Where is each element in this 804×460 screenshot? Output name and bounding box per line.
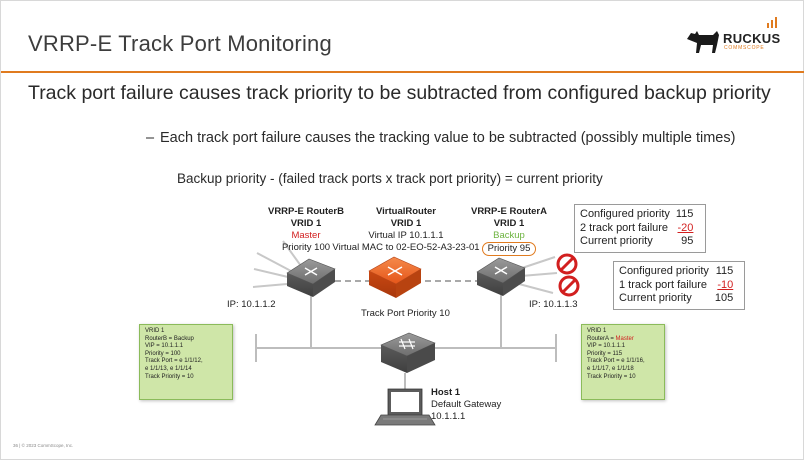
router-a-ip: IP: 10.1.1.3 (529, 299, 578, 310)
priority-row: 1 track port failure -10 (619, 278, 734, 291)
logo-subtext: COMMSCOPE (724, 45, 765, 51)
switch-icon (380, 332, 436, 373)
router-a-vrid: VRID 1 (493, 218, 525, 229)
router-b-icon (286, 258, 336, 297)
router-a-name: VRRP-E RouterA (470, 206, 547, 217)
host-label: Host 1 Default Gateway 10.1.1.1 (431, 387, 501, 423)
router-a-priority-wrap: Priority 95 (459, 242, 559, 256)
bullet-dash: – (146, 130, 155, 146)
router-b-config-note: VRID 1 RouterB = Backup VIP = 10.1.1.1 P… (139, 324, 233, 400)
host-gateway-ip: 10.1.1.1 (431, 411, 466, 422)
bullet-point: – Each track port failure causes the tra… (146, 129, 746, 148)
router-b-priority: Priority 100 (281, 242, 331, 253)
dog-logo-icon (687, 17, 777, 53)
priority-calc-box-current: Configured priority 115 2 track port fai… (574, 204, 706, 253)
virtual-router-vrid: VRID 1 (390, 218, 422, 229)
track-port-priority: Track Port Priority 10 (361, 308, 450, 319)
failed-port-icon (558, 275, 580, 297)
router-a-role: Backup (493, 230, 525, 241)
virtual-router-name: VirtualRouter (375, 206, 436, 217)
host-gateway-label: Default Gateway (431, 399, 502, 410)
title-divider (1, 71, 804, 73)
headline: Track port failure causes track priority… (28, 82, 771, 104)
router-b-vrid: VRID 1 (290, 218, 322, 229)
router-a-uplinks (518, 256, 558, 294)
router-a-priority: Priority 95 (481, 242, 537, 256)
failed-port-icon (556, 253, 578, 275)
host-name: Host 1 (431, 387, 461, 398)
priority-row: Current priority 105 (619, 292, 734, 304)
router-a-config-note: VRID 1 RouterA = Master VIP = 10.1.1.1 P… (581, 324, 665, 400)
router-b-ip: IP: 10.1.1.2 (227, 299, 276, 310)
logo-wordmark: RUCKUS (723, 31, 781, 46)
router-b-uplinks (252, 240, 302, 288)
router-a-icon (476, 257, 526, 296)
priority-calc-box-after: Configured priority 115 1 track port fai… (613, 261, 745, 310)
bullet-text: Each track port failure causes the track… (160, 130, 736, 146)
virtual-router-vmac: Virtual MAC to 02-EO-52-A3-23-01 (332, 242, 480, 253)
router-b-label: VRRP-E RouterB VRID 1 Master Priority 10… (251, 206, 361, 254)
slide-footer: 36 | © 2023 CommScope, Inc. (13, 443, 74, 448)
router-a-label: VRRP-E RouterA VRID 1 Backup Priority 95 (459, 206, 559, 256)
laptop-icon (374, 388, 436, 426)
priority-row: Configured priority 115 (580, 208, 694, 220)
priority-formula: Backup priority - (failed track ports x … (177, 171, 603, 186)
virtual-router-vip: Virtual IP 10.1.1.1 (368, 230, 444, 241)
virtual-router-icon (368, 256, 422, 298)
priority-row: Current priority 95 (580, 235, 694, 247)
virtual-router-label: VirtualRouter VRID 1 Virtual IP 10.1.1.1… (326, 206, 486, 254)
router-b-role: Master (291, 230, 321, 241)
router-b-name: VRRP-E RouterB (267, 206, 344, 217)
slide-title: VRRP-E Track Port Monitoring (28, 31, 332, 56)
priority-row: Configured priority 115 (619, 265, 734, 277)
priority-row: 2 track port failure -20 (580, 221, 694, 234)
